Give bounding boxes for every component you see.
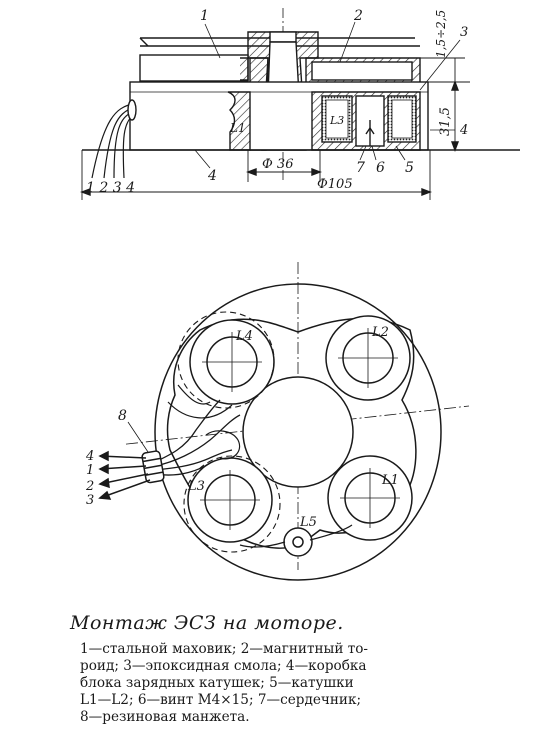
wire-numbers: 1 2 3 4 <box>86 180 135 196</box>
engine-ignition-assembly-diagram: 1 2 3 4 4 5 6 7 L1 L3 1 2 3 4 1,5÷2,5 31… <box>80 8 520 581</box>
dim-hub-diameter: Ф 36 <box>262 157 293 172</box>
plan-view <box>98 262 470 581</box>
top-label-3: 3 <box>460 25 468 40</box>
coil-label-L2: L2 <box>371 325 389 340</box>
top-label-L1: L1 <box>229 121 246 135</box>
coil-label-L3: L3 <box>187 479 205 494</box>
top-label-7: 7 <box>356 160 365 176</box>
top-label-2: 2 <box>353 8 363 24</box>
sectional-labels: 1 2 3 4 4 5 6 7 L1 L3 1 2 3 4 1,5÷2,5 31… <box>86 8 468 196</box>
figure-title: Монтаж ЭСЗ на моторе. <box>70 612 344 634</box>
legend-line-5: 8—резиновая манжета. <box>80 709 250 725</box>
sectional-view <box>80 8 520 200</box>
figure-legend: 1—стальной маховик; 2—магнитный то- роид… <box>80 641 475 726</box>
top-label-4-right: 4 <box>459 123 468 138</box>
top-label-5: 5 <box>405 160 414 176</box>
legend-line-2: роид; 3—эпоксидная смола; 4—коробка <box>80 658 367 674</box>
coil-label-L1: L1 <box>381 473 399 488</box>
coil-label-L5: L5 <box>299 515 317 530</box>
legend-line-4: L1—L2; 6—винт М4×15; 7—сердечник; <box>80 692 362 708</box>
wire-label-4: 4 <box>85 449 94 464</box>
wire-label-2: 2 <box>85 479 94 494</box>
sleeve-label-8: 8 <box>118 408 127 424</box>
dim-outer-diameter: Ф105 <box>317 177 353 192</box>
legend-line-3: блока зарядных катушек; 5—катушки <box>80 675 354 691</box>
top-label-L3: L3 <box>329 114 344 127</box>
wire-label-1: 1 <box>86 463 94 478</box>
plan-labels: 8 L4 L2 L3 L1 L5 4 1 2 3 <box>85 325 399 530</box>
dim-gap: 1,5÷2,5 <box>434 10 448 58</box>
top-label-6: 6 <box>376 160 385 176</box>
wire-label-3: 3 <box>86 493 94 508</box>
top-label-1: 1 <box>200 8 209 24</box>
legend-line-1: 1—стальной маховик; 2—магнитный то- <box>80 641 369 657</box>
top-label-4-left: 4 <box>207 168 217 184</box>
coil-label-L4: L4 <box>235 329 253 344</box>
dim-height: 31,5 <box>438 107 453 136</box>
